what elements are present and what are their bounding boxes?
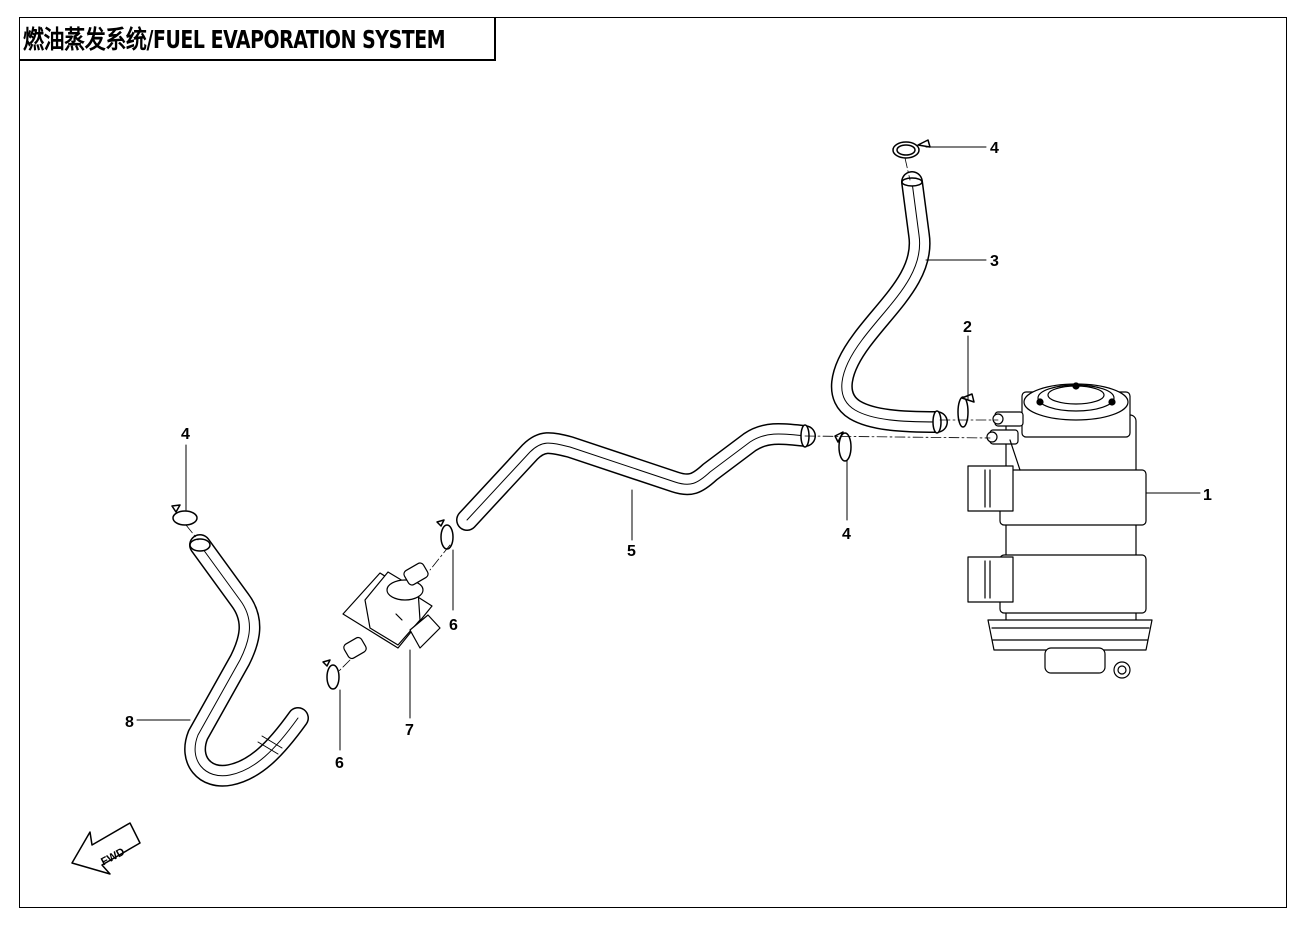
callout-4-left: 4 [181, 426, 190, 443]
hose-clamp-6a [436, 519, 454, 550]
hose-clamp-6b [322, 659, 340, 690]
page-title: 燃油蒸发系统/FUEL EVAPORATION SYSTEM [23, 25, 446, 54]
callout-3: 3 [990, 253, 999, 270]
hose-clamp-mid [834, 431, 852, 462]
hose-clamp-2 [957, 393, 975, 428]
callout-7: 7 [405, 722, 414, 739]
lower-vent-hose [184, 534, 309, 787]
callout-6-upper: 6 [449, 617, 458, 634]
upper-vent-hose [830, 171, 948, 434]
fwd-arrow-icon [71, 822, 141, 875]
title-block: 燃油蒸发系统/FUEL EVAPORATION SYSTEM [19, 17, 496, 61]
callout-8: 8 [125, 714, 134, 731]
callout-4-top: 4 [990, 140, 999, 157]
callout-5: 5 [627, 543, 636, 560]
leader-lines [136, 146, 1201, 751]
hose-clamp-left [171, 504, 198, 526]
evap-canister [967, 382, 1153, 679]
assembly-centerlines [185, 157, 999, 673]
drawing-frame [19, 17, 1287, 908]
hose-clamp-top [892, 139, 931, 159]
callout-4-mid: 4 [842, 526, 851, 543]
callout-2: 2 [963, 319, 972, 336]
callout-1: 1 [1203, 487, 1212, 504]
purge-valve [342, 562, 441, 660]
callout-6-lower: 6 [335, 755, 344, 772]
middle-vent-hose [456, 422, 816, 531]
